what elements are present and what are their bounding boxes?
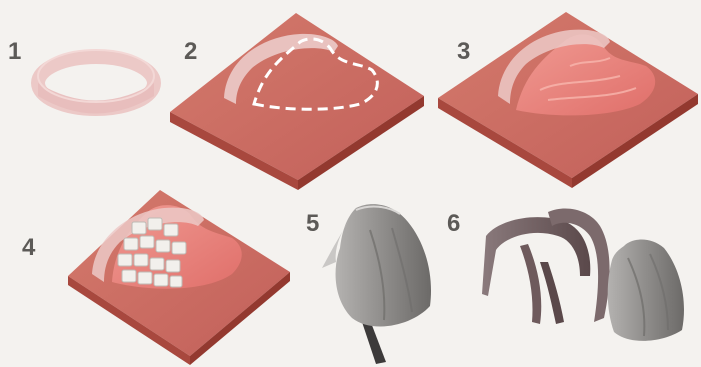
step-1: 1 <box>8 38 154 114</box>
step-6-number: 6 <box>447 210 460 237</box>
step-3-number: 3 <box>457 38 470 65</box>
step-2: 2 <box>170 13 424 190</box>
paper-ring <box>38 50 154 114</box>
step-6: 6 <box>447 208 684 340</box>
step-5-number: 5 <box>306 210 319 237</box>
grey-cone-piece <box>322 204 431 364</box>
step-4: 4 <box>22 190 290 365</box>
step-3: 3 <box>438 12 698 188</box>
step-5: 5 <box>306 204 431 364</box>
step-4-number: 4 <box>22 234 36 261</box>
step-1-number: 1 <box>8 38 21 65</box>
step-2-number: 2 <box>184 38 197 65</box>
assembled-pieces <box>482 208 684 340</box>
